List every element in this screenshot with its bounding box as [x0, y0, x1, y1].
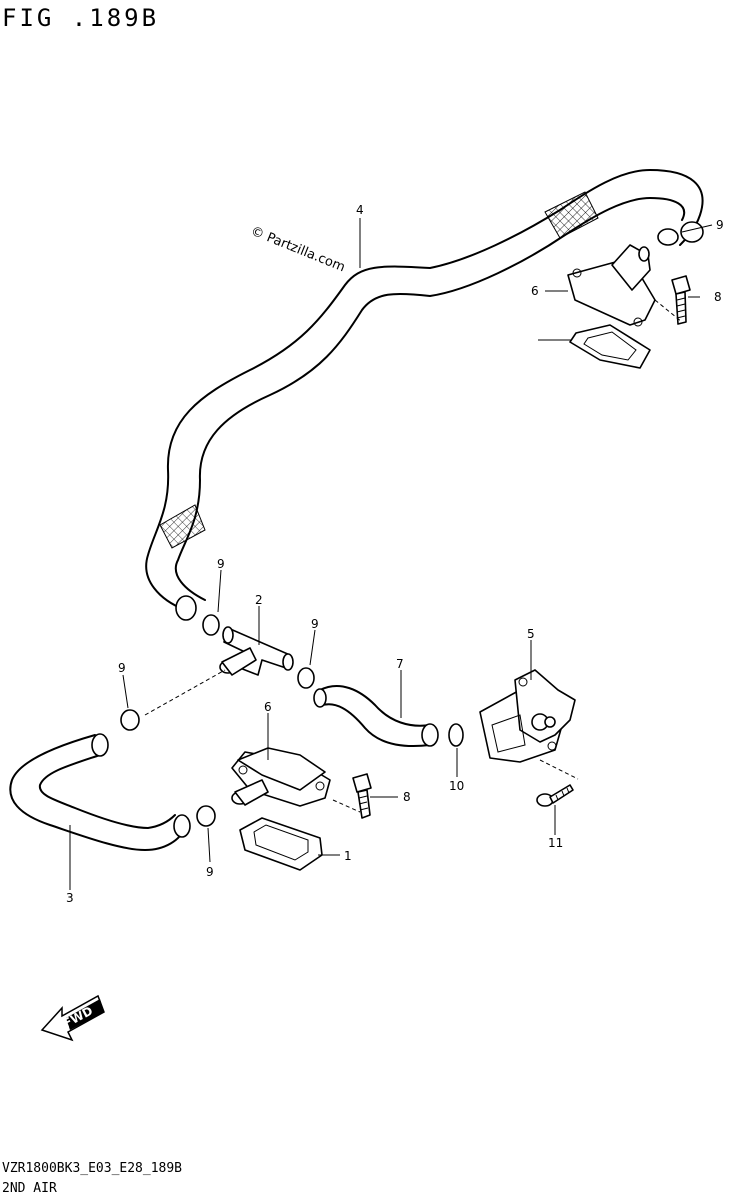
callout-1-upper: 1 — [528, 333, 536, 347]
clamp-9-b[interactable] — [202, 614, 220, 636]
alignment-lines — [144, 299, 683, 813]
reed-valve-1-lower[interactable] — [239, 817, 323, 871]
callout-8-lower: 8 — [403, 790, 411, 804]
callout-3: 3 — [66, 891, 74, 905]
clamp-9-c[interactable] — [297, 667, 315, 689]
t-joint-2[interactable] — [219, 626, 294, 676]
reed-valve-1-upper[interactable] — [569, 324, 651, 369]
bolt-8-upper[interactable] — [671, 275, 691, 325]
callout-1-lower: 1 — [344, 849, 352, 863]
hose-3[interactable] — [9, 733, 191, 851]
callout-10: 10 — [449, 779, 464, 793]
section-name: 2ND AIR — [2, 1181, 57, 1196]
hose-4[interactable] — [145, 169, 704, 621]
air-cutoff-valve-5[interactable] — [479, 669, 576, 763]
clamp-10[interactable] — [448, 723, 464, 747]
callout-6-upper: 6 — [531, 284, 539, 298]
screw-11[interactable] — [536, 784, 574, 807]
hose-7[interactable] — [313, 685, 439, 748]
callout-2: 2 — [255, 593, 263, 607]
bolt-8-lower[interactable] — [352, 773, 372, 819]
callout-11: 11 — [548, 836, 563, 850]
figure-title: FIG .189B — [2, 4, 160, 32]
callout-9-d: 9 — [118, 661, 126, 675]
callout-9-e: 9 — [206, 865, 214, 879]
clamp-9-e[interactable] — [196, 805, 216, 827]
clamp-9-d[interactable] — [120, 709, 140, 731]
callout-5: 5 — [527, 627, 535, 641]
fwd-arrow-icon: FWD — [40, 994, 105, 1042]
callout-7: 7 — [396, 657, 404, 671]
reed-valve-cover-6-lower[interactable] — [231, 747, 331, 807]
watermark-text: © Partzilla.com — [249, 224, 348, 275]
callout-8-upper: 8 — [714, 290, 722, 304]
callout-4: 4 — [356, 203, 364, 217]
model-code: VZR1800BK3_E03_E28_189B — [2, 1161, 183, 1176]
leader-lines — [69, 218, 713, 890]
callout-6-lower: 6 — [264, 700, 272, 714]
callout-9-b: 9 — [217, 557, 225, 571]
callout-9-a: 9 — [716, 218, 724, 232]
reed-valve-cover-6-upper[interactable] — [567, 244, 656, 327]
callout-9-c: 9 — [311, 617, 319, 631]
clamp-9-a[interactable] — [657, 228, 679, 246]
